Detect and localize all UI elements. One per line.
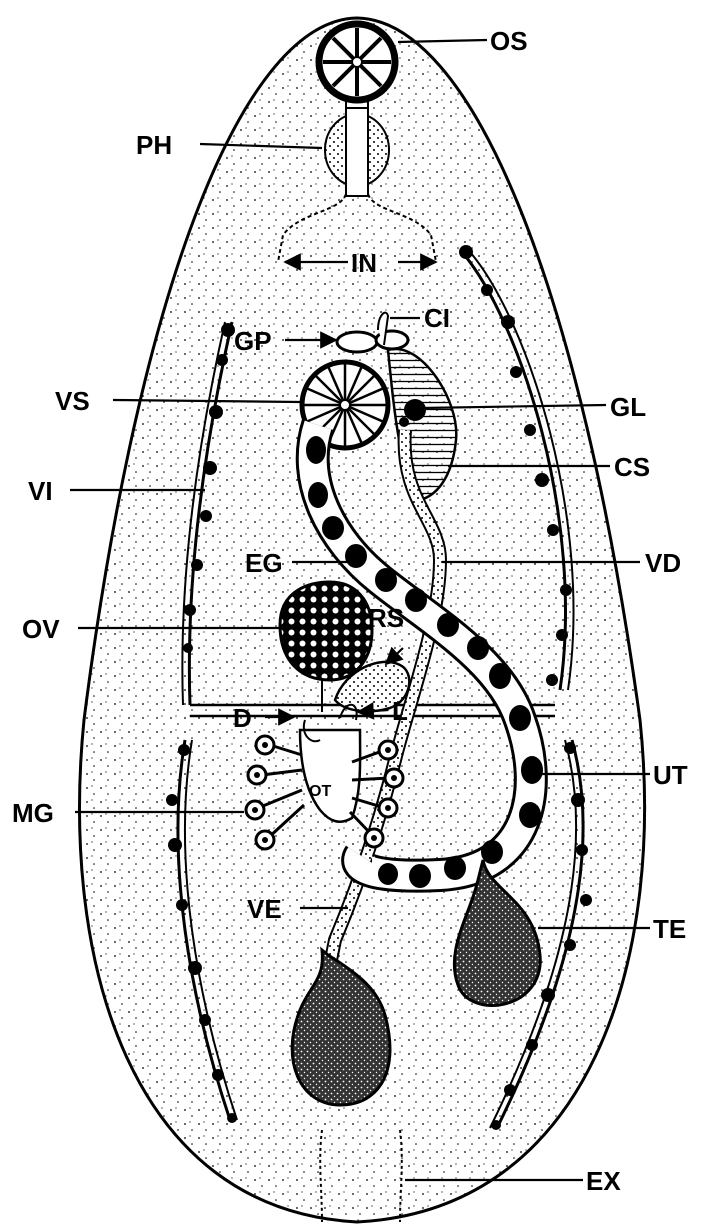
label-mg: MG <box>12 798 54 828</box>
label-d: D <box>233 703 252 733</box>
ovary <box>280 582 372 680</box>
label-vi: VI <box>28 476 53 506</box>
label-ci: CI <box>424 303 450 333</box>
label-eg: EG <box>245 548 283 578</box>
label-in: IN <box>351 248 377 278</box>
label-l: L <box>392 696 408 726</box>
label-os: OS <box>490 26 528 56</box>
label-gl: GL <box>610 392 646 422</box>
label-ve: VE <box>247 894 282 924</box>
label-ut: UT <box>653 760 688 790</box>
oral-sucker <box>319 24 395 100</box>
label-ot: OT <box>309 783 331 800</box>
label-vd: VD <box>645 548 681 578</box>
label-te: TE <box>653 914 686 944</box>
label-ex: EX <box>586 1166 621 1196</box>
label-cs: CS <box>614 452 650 482</box>
label-gp: GP <box>234 326 272 356</box>
label-vs: VS <box>55 386 90 416</box>
label-ph: PH <box>136 130 172 160</box>
label-rs: RS <box>368 603 404 633</box>
label-ov: OV <box>22 614 60 644</box>
